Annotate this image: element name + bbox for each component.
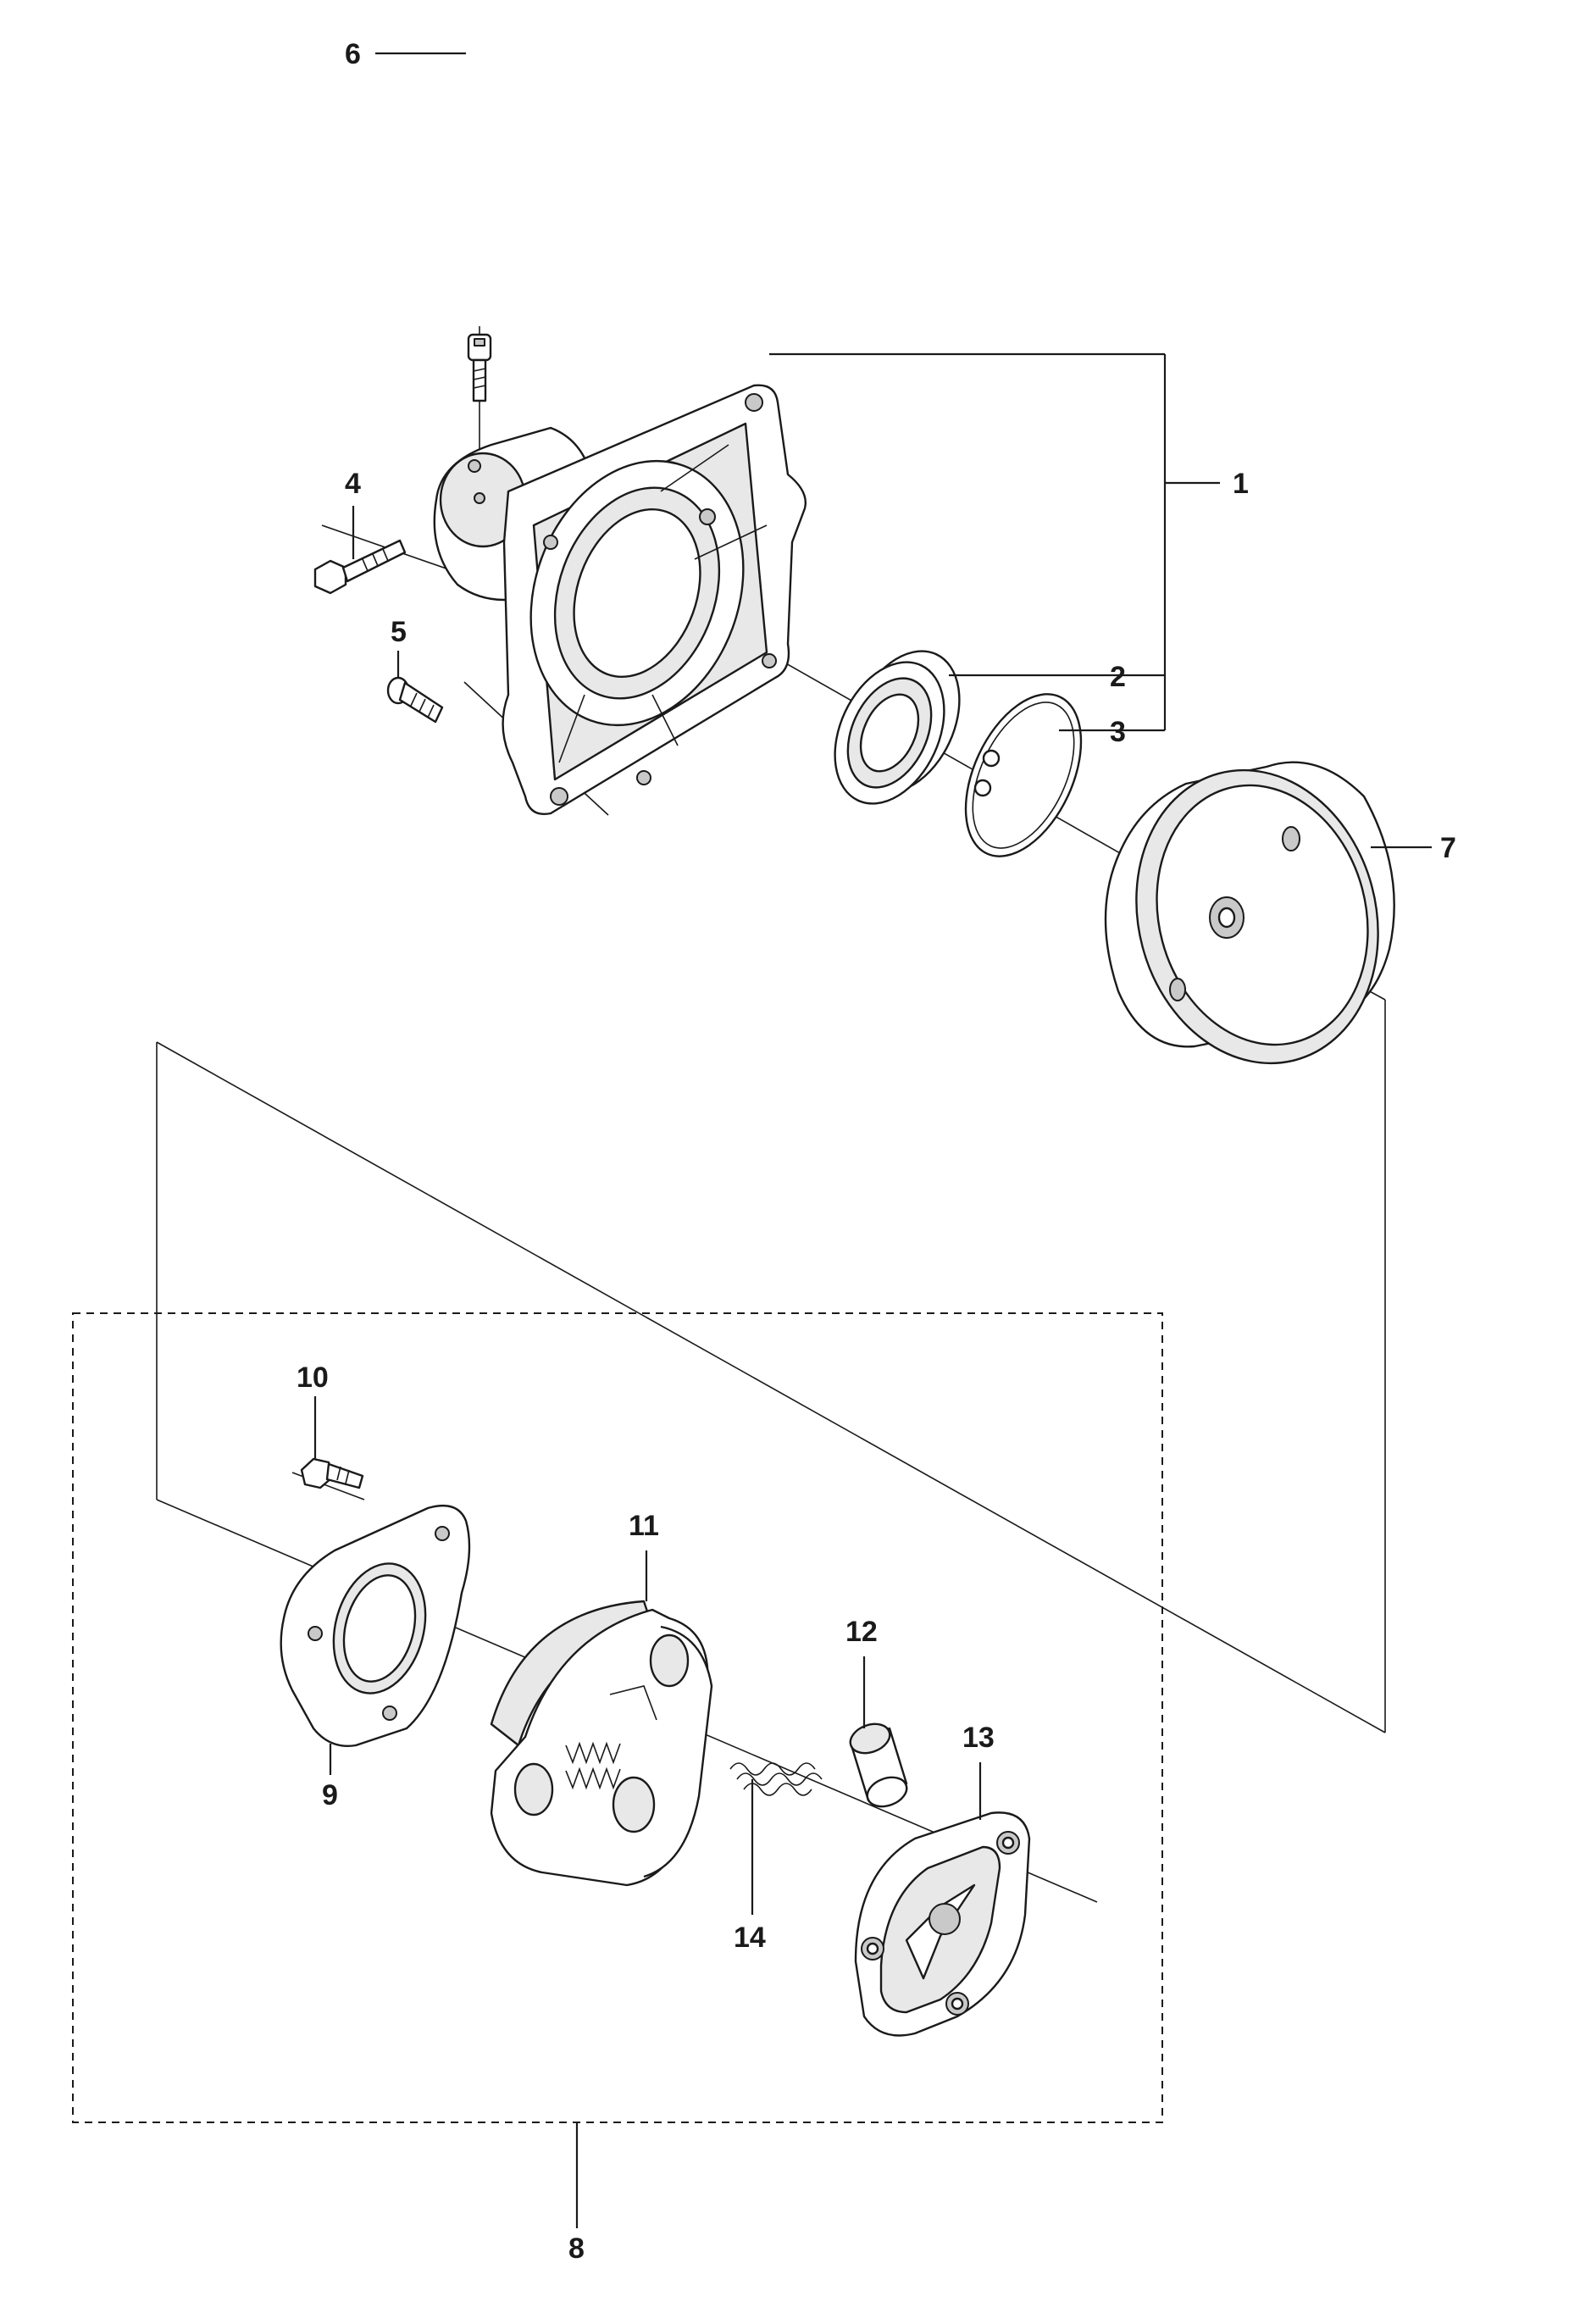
- callout-6: 6: [345, 38, 361, 70]
- part-5-bolt: [386, 676, 444, 724]
- part-7-clutch-drum: [1104, 761, 1395, 1065]
- callout-9: 9: [322, 1779, 338, 1811]
- callout-5: 5: [391, 616, 407, 648]
- callout-3: 3: [1110, 716, 1126, 748]
- callout-labels: 1 2 3 4 5 6 7 8 9 10 11 12 13 14: [297, 38, 1456, 2265]
- part-3-circlip: [964, 693, 1083, 857]
- part-10-bolt: [300, 1457, 364, 1489]
- callout-2: 2: [1110, 661, 1126, 693]
- callout-12: 12: [845, 1616, 878, 1648]
- callout-4: 4: [345, 468, 361, 500]
- part-11-clutch-shoes: [490, 1600, 713, 1887]
- shoe-springs: [565, 1741, 621, 1790]
- part-6-cap-screw: [467, 333, 492, 402]
- callout-8: 8: [568, 2232, 585, 2265]
- part-13-hub-plate: [854, 1811, 1031, 2037]
- callout-1: 1: [1233, 468, 1249, 500]
- callout-13: 13: [962, 1722, 995, 1754]
- part-9-clutch-plate: [280, 1504, 471, 1747]
- callout-14: 14: [734, 1922, 766, 1954]
- callout-11: 11: [629, 1510, 659, 1542]
- part-1-clutch-housing: [433, 384, 807, 815]
- part-12-bushing: [849, 1722, 908, 1808]
- part-14-spring: [729, 1762, 823, 1796]
- part-4-bolt: [313, 539, 407, 595]
- callout-7: 7: [1440, 832, 1456, 864]
- part-2-ball-bearing: [834, 650, 961, 805]
- clutch-kit-boundary: [72, 1312, 1163, 2123]
- callout-10: 10: [297, 1362, 329, 1394]
- leader-lines: [313, 52, 1432, 1915]
